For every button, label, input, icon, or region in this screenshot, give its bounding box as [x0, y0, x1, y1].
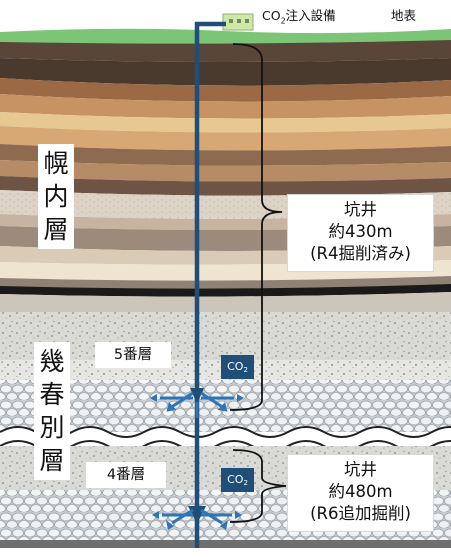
surface-label: 地表	[391, 8, 417, 23]
co2-spread-arrows-layer5	[160, 391, 234, 418]
well-480m-info: 坑井 約480m (R6追加掘削)	[287, 454, 434, 532]
co2-tag-upper: CO2	[221, 355, 254, 379]
ground-surface	[0, 28, 451, 44]
injection-well-pipe	[194, 21, 226, 548]
co2-spread-arrows-layer4	[162, 508, 232, 525]
upper-formation-label: 幌 内 層	[38, 144, 74, 249]
brace-well-430m	[229, 43, 283, 411]
section-break	[0, 427, 451, 451]
layer-4-label: 4番層	[86, 462, 166, 488]
well-430m-info: 坑井 約430m (R4掘削済み)	[287, 194, 434, 272]
well-arrowhead-upper	[190, 388, 204, 404]
co2-tag-lower: CO2	[221, 468, 254, 492]
brace-well-480m	[229, 449, 287, 523]
lower-formation-label: 幾 春 別 層	[34, 342, 70, 480]
layer-5-label: 5番層	[95, 342, 171, 368]
facility-label: CO2注入設備	[262, 8, 336, 26]
